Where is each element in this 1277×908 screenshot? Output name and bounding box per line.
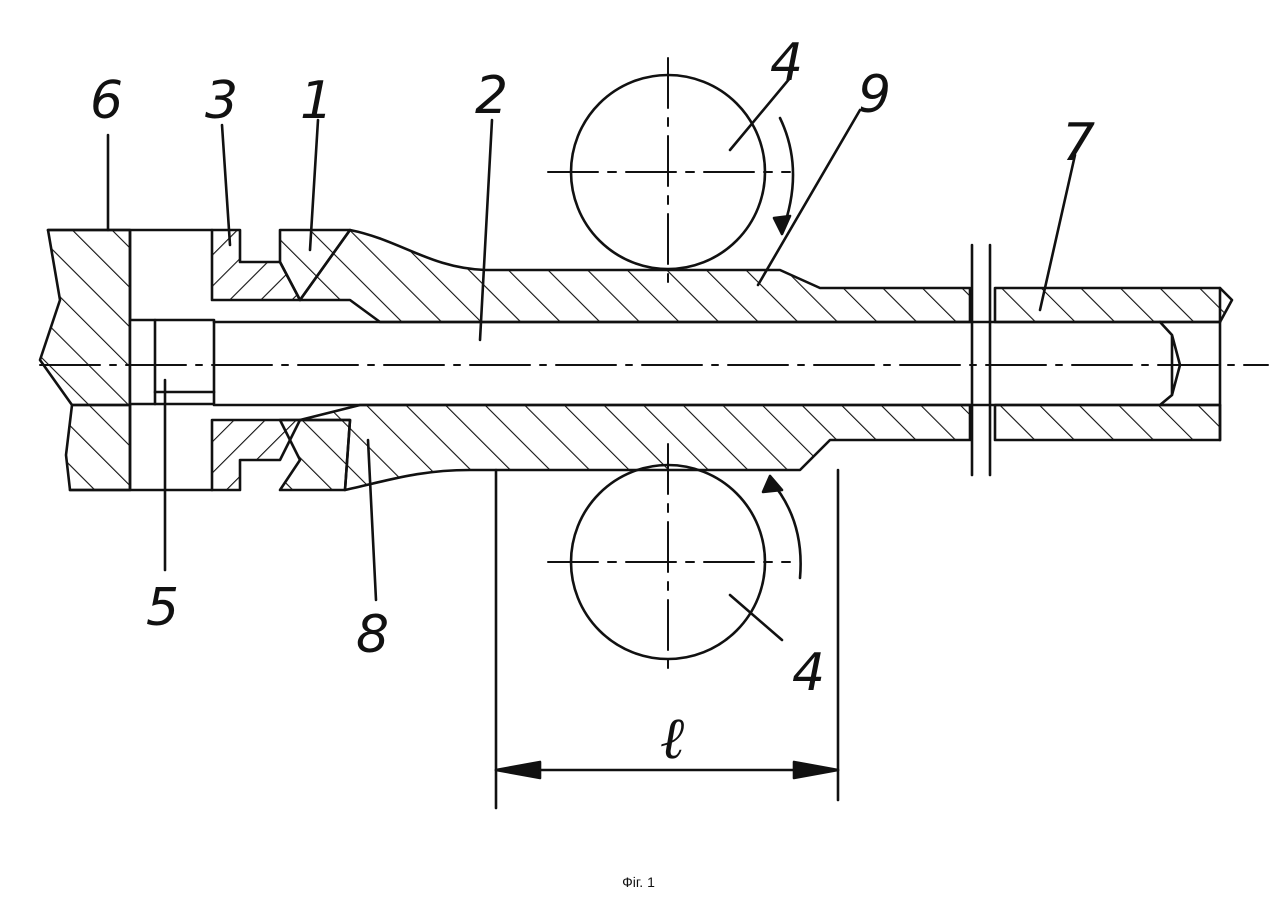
part-6-housing-bottom	[64, 403, 132, 492]
leader-4-top	[728, 76, 792, 152]
label-7: 7	[1062, 113, 1095, 173]
label-5: 5	[146, 578, 179, 638]
label-4-bottom: 4	[792, 643, 825, 703]
leader-8	[366, 438, 378, 602]
dimension-label-l: ℓ	[660, 704, 684, 772]
part-5-pin	[128, 318, 216, 406]
label-2: 2	[475, 66, 508, 126]
leader-7	[1038, 153, 1077, 312]
figure-caption: Фіг. 1	[622, 874, 655, 890]
leader-3	[220, 123, 232, 247]
part-7-right-bottom	[993, 403, 1222, 442]
leader-1	[308, 118, 320, 252]
label-9: 9	[858, 65, 891, 125]
part-1-die-bottom	[278, 418, 352, 492]
leader-2	[478, 118, 494, 342]
leader-9	[756, 108, 862, 287]
rotation-arrow-bottom	[768, 478, 802, 580]
label-3: 3	[205, 71, 238, 131]
tube-upper-wall	[298, 228, 972, 324]
part-6-housing-top	[38, 228, 132, 407]
label-1: 1	[300, 71, 333, 131]
rotation-arrow-top	[778, 116, 795, 234]
tube-lower-wall	[298, 403, 972, 492]
label-4-top: 4	[770, 33, 803, 93]
label-8: 8	[356, 605, 389, 665]
leader-4-bottom	[728, 593, 784, 642]
part-7-right-top	[993, 286, 1234, 324]
label-6: 6	[90, 71, 123, 131]
